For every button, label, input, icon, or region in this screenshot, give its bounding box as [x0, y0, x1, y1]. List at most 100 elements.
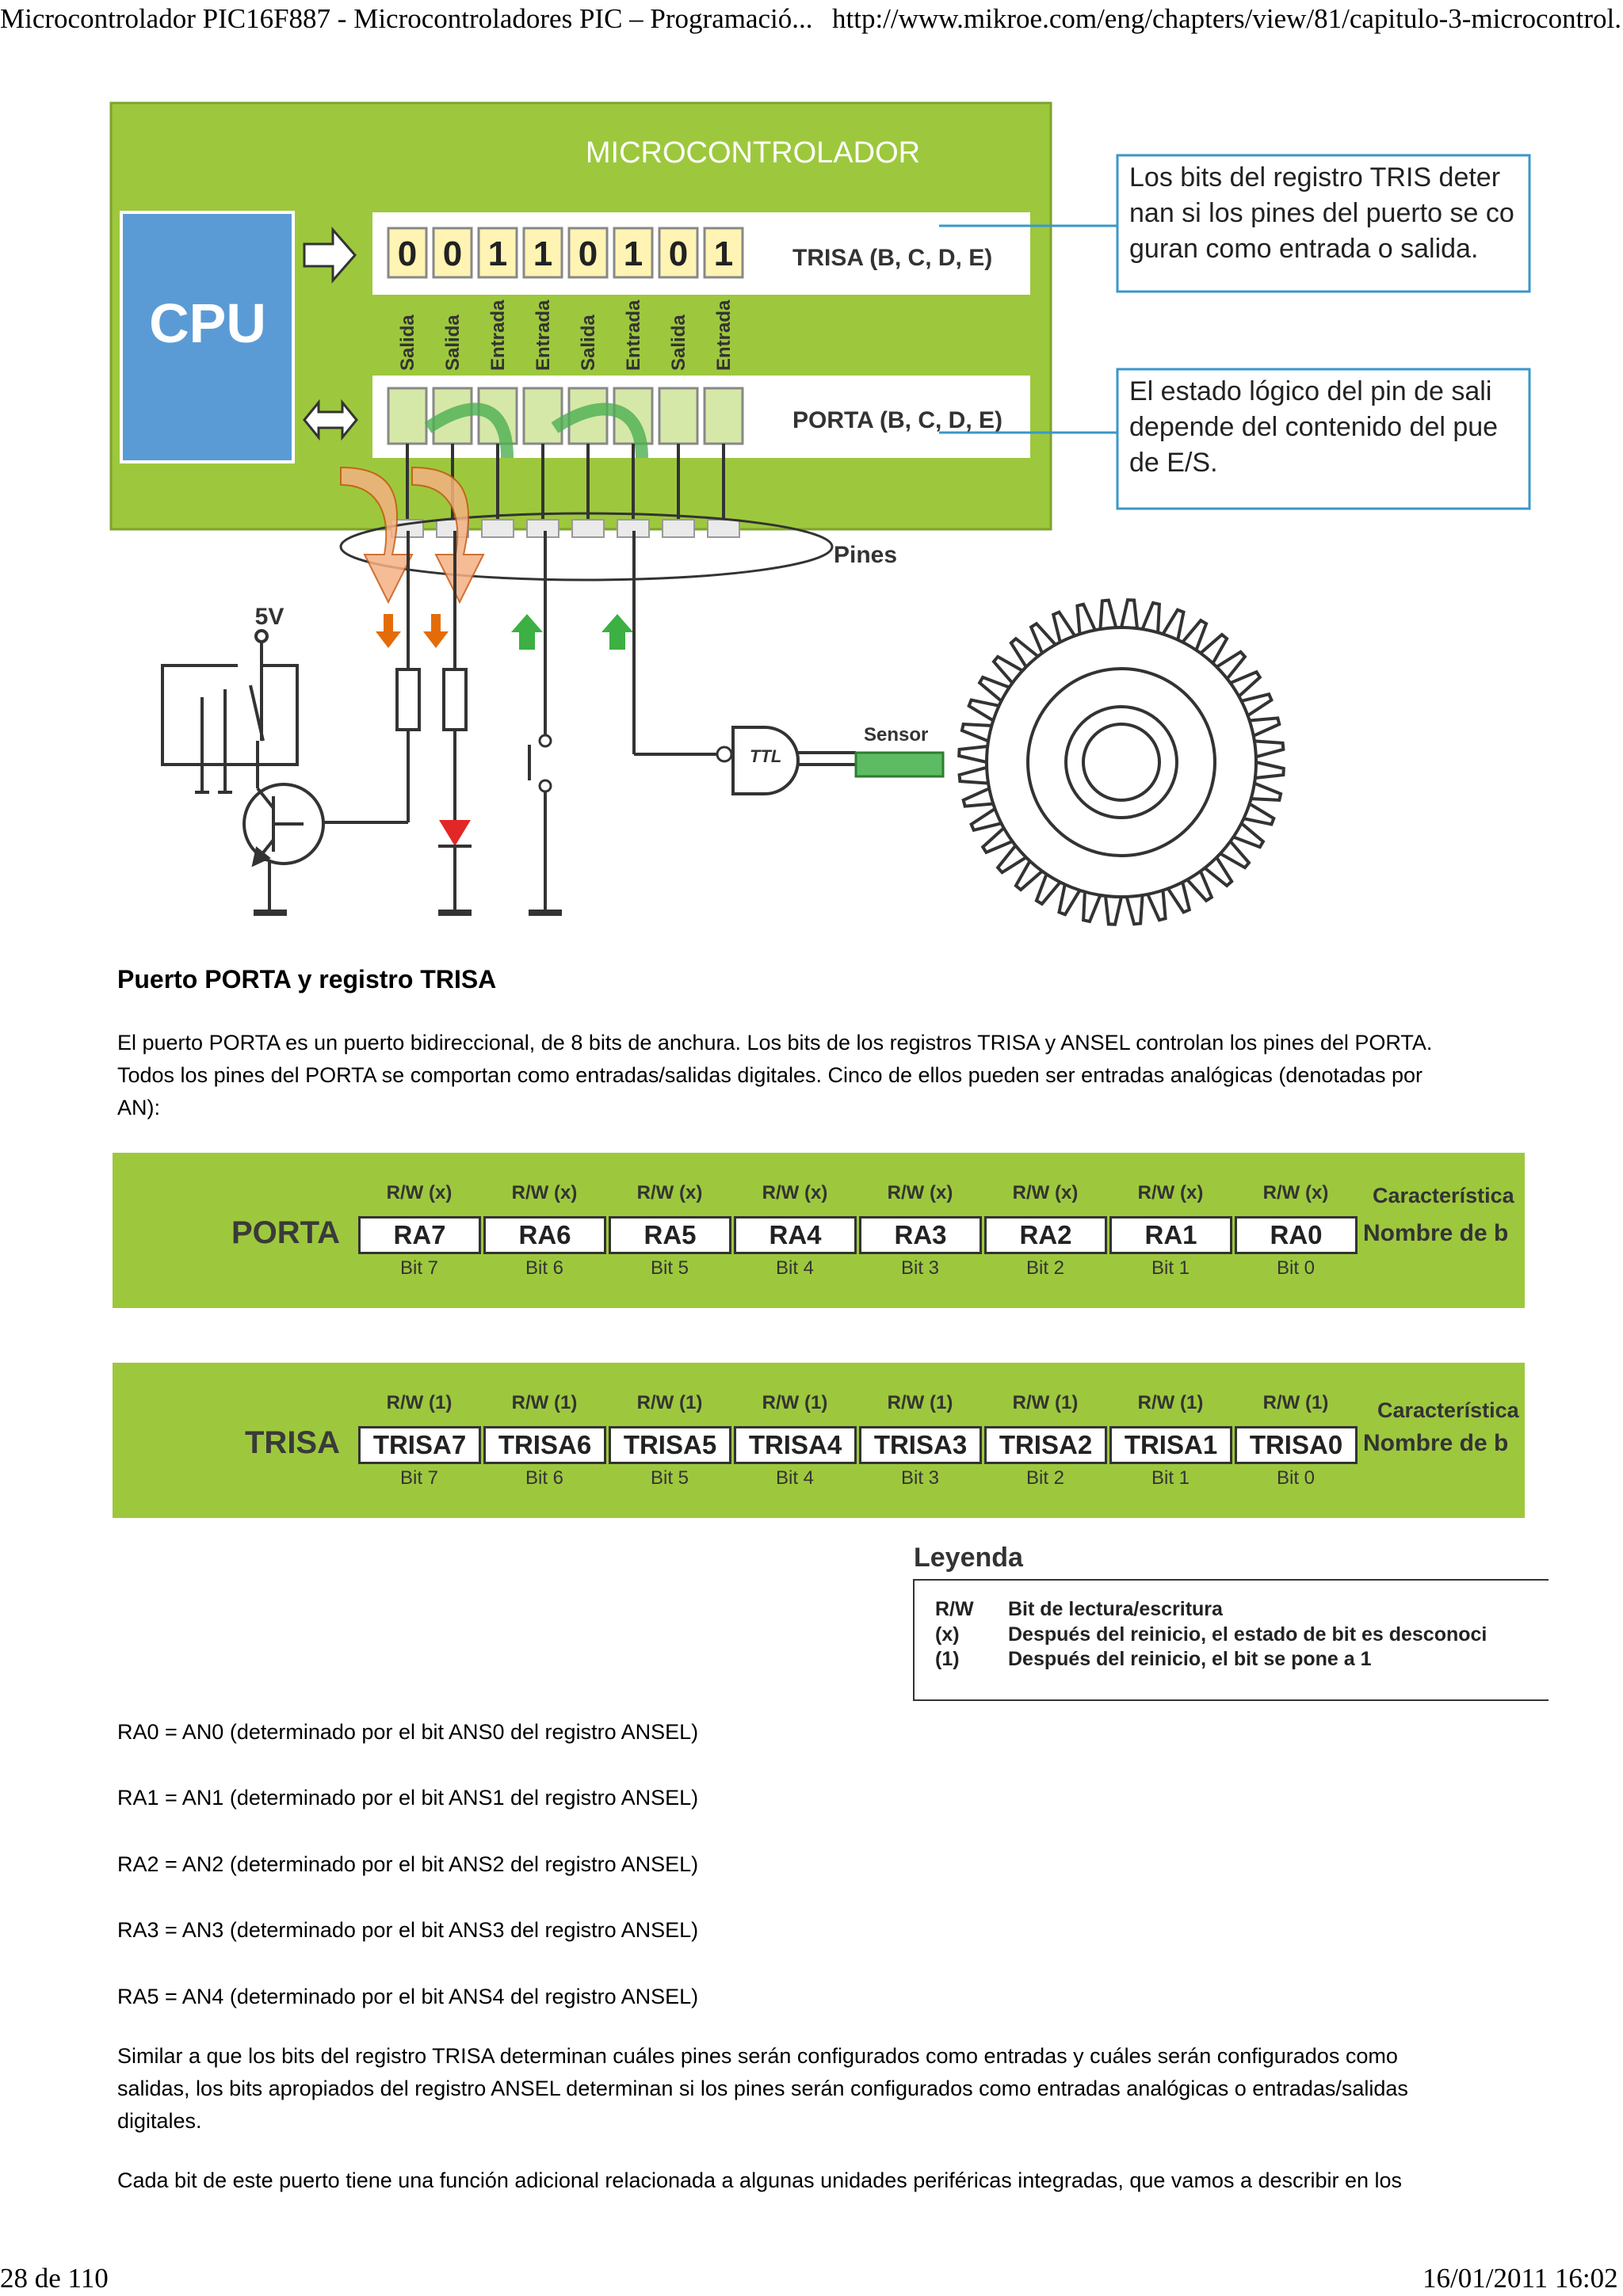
trisa-bit-cell	[387, 227, 428, 279]
register-bit-number: Bit 4	[775, 1467, 815, 1489]
register-bit-number: Bit 7	[399, 1467, 439, 1489]
trisa-bit-cell	[567, 227, 609, 279]
trisa-bit-cell	[703, 227, 744, 279]
register-bit-number: Bit 0	[1276, 1467, 1316, 1489]
trisa-bit-cell	[477, 227, 518, 279]
output-flow-arrow-1	[340, 466, 414, 605]
register-access-attr: R/W (1)	[887, 1392, 953, 1413]
ra5-line: RA5 = AN4 (determinado por el bit ANS4 d…	[117, 1985, 699, 2008]
register-access-attr: R/W (1)	[511, 1392, 578, 1413]
porta-register-name: PORTA	[231, 1215, 341, 1250]
trisa-bit-value: 1	[533, 235, 552, 273]
cpu-block	[120, 211, 295, 463]
register-bit-name: RA7	[358, 1216, 481, 1254]
pins-ellipse	[339, 512, 834, 582]
pin-direction-label: Salida	[442, 315, 464, 371]
trisa-side-label-top: Característica	[1377, 1398, 1519, 1422]
register-bit-number: Bit 6	[525, 1257, 564, 1279]
tris-note: Los bits del registro TRIS deter nan si …	[1129, 162, 1522, 264]
port-note: El estado lógico del pin de sali depende…	[1129, 376, 1506, 478]
register-access-attr: R/W (x)	[887, 1182, 953, 1203]
pin-direction-label: Salida	[668, 315, 689, 371]
page-header-url: http://www.mikroe.com/eng/chapters/view/…	[832, 3, 1623, 34]
trisa-bit-value: 0	[669, 235, 688, 273]
pin-stub	[707, 519, 740, 538]
porta-bit-cell	[387, 387, 428, 445]
ttl-label: TTL	[750, 746, 781, 766]
register-bit-name: RA1	[1109, 1216, 1232, 1254]
register-bit-name: TRISA5	[609, 1426, 731, 1464]
input-small-arrow-1	[511, 614, 543, 650]
register-access-attr: R/W (x)	[386, 1182, 453, 1203]
register-bit-number: Bit 4	[775, 1257, 815, 1279]
trisa-register-name: TRISA	[245, 1425, 340, 1460]
microcontroller-title: MICROCONTROLADOR	[586, 136, 920, 170]
trisa-bit-cell	[658, 227, 699, 279]
register-bit-number: Bit 1	[1151, 1257, 1190, 1279]
pin-direction-label: Entrada	[533, 299, 554, 371]
trisa-side-label-bottom: Nombre de b	[1363, 1430, 1509, 1456]
legend-title: Leyenda	[914, 1543, 1023, 1573]
porta-side-label-bottom: Nombre de b	[1363, 1220, 1509, 1246]
register-bit-number: Bit 6	[525, 1467, 564, 1489]
pin-stub	[526, 519, 559, 538]
pin-direction-label: Salida	[578, 315, 599, 371]
register-bit-number: Bit 2	[1025, 1467, 1065, 1489]
register-bit-number: Bit 1	[1151, 1467, 1190, 1489]
input-flow-arrow-2	[551, 402, 648, 459]
ansel-paragraph: Similar a que los bits del registro TRIS…	[117, 2044, 1408, 2133]
register-access-attr: R/W (1)	[1262, 1392, 1329, 1413]
trisa-bit-cell	[522, 227, 563, 279]
register-bit-number: Bit 3	[900, 1257, 940, 1279]
register-access-attr: R/W (x)	[511, 1182, 578, 1203]
porta-bit-cell	[522, 387, 563, 445]
register-access-attr: R/W (1)	[1012, 1392, 1079, 1413]
register-access-attr: R/W (x)	[1137, 1182, 1204, 1203]
section-heading: Puerto PORTA y registro TRISA	[117, 965, 497, 994]
pin-direction-label: Entrada	[487, 299, 509, 371]
trisa-bit-value: 1	[624, 235, 643, 273]
ra3-line: RA3 = AN3 (determinado por el bit ANS3 d…	[117, 1918, 699, 1942]
output-small-arrow-1	[376, 614, 401, 648]
register-access-attr: R/W (1)	[762, 1392, 828, 1413]
cpu-porta-bidirectional-arrow	[303, 399, 358, 441]
register-bit-name: RA0	[1235, 1216, 1358, 1254]
legend-row-1: (1)Después del reinicio, el bit se pone …	[935, 1648, 1372, 1670]
register-bit-name: RA2	[984, 1216, 1107, 1254]
trisa-bit-value: 0	[579, 235, 598, 273]
register-access-attr: R/W (1)	[386, 1392, 453, 1413]
peripheral-paragraph: Cada bit de este puerto tiene una funció…	[117, 2168, 1403, 2192]
pin-direction-label: Salida	[397, 315, 418, 371]
legend-row-x: (x)Después del reinicio, el estado de bi…	[935, 1623, 1487, 1646]
ra2-line: RA2 = AN2 (determinado por el bit ANS2 d…	[117, 1852, 699, 1876]
ra1-line: RA1 = AN1 (determinado por el bit ANS1 d…	[117, 1786, 699, 1810]
register-bit-name: RA3	[859, 1216, 982, 1254]
pins-label: Pines	[834, 542, 897, 568]
trisa-bit-value: 1	[488, 235, 507, 273]
porta-side-label-top: Característica	[1373, 1184, 1514, 1207]
pin-direction-label: Entrada	[623, 299, 644, 371]
page-footer-date: 16/01/2011 16:02	[1423, 2263, 1618, 2294]
register-bit-name: TRISA6	[483, 1426, 606, 1464]
register-bit-name: TRISA7	[358, 1426, 481, 1464]
input-small-arrow-2	[601, 614, 633, 650]
ra0-line: RA0 = AN0 (determinado por el bit ANS0 d…	[117, 1720, 699, 1744]
register-bit-name: TRISA3	[859, 1426, 982, 1464]
pin-direction-label: Entrada	[713, 299, 735, 371]
porta-register-label: PORTA (B, C, D, E)	[792, 407, 1002, 433]
register-bit-number: Bit 5	[650, 1257, 689, 1279]
page-header-title: Microcontrolador PIC16F887 - Microcontro…	[0, 3, 813, 34]
register-bit-name: TRISA0	[1235, 1426, 1358, 1464]
register-bit-name: TRISA2	[984, 1426, 1107, 1464]
input-flow-arrow-1	[424, 402, 514, 459]
trisa-bit-value: 1	[714, 235, 733, 273]
register-bit-number: Bit 0	[1276, 1257, 1316, 1279]
trisa-bit-cell	[613, 227, 654, 279]
register-access-attr: R/W (1)	[636, 1392, 703, 1413]
trisa-bit-value: 0	[398, 235, 417, 273]
ttl-gate-icon	[731, 726, 800, 795]
